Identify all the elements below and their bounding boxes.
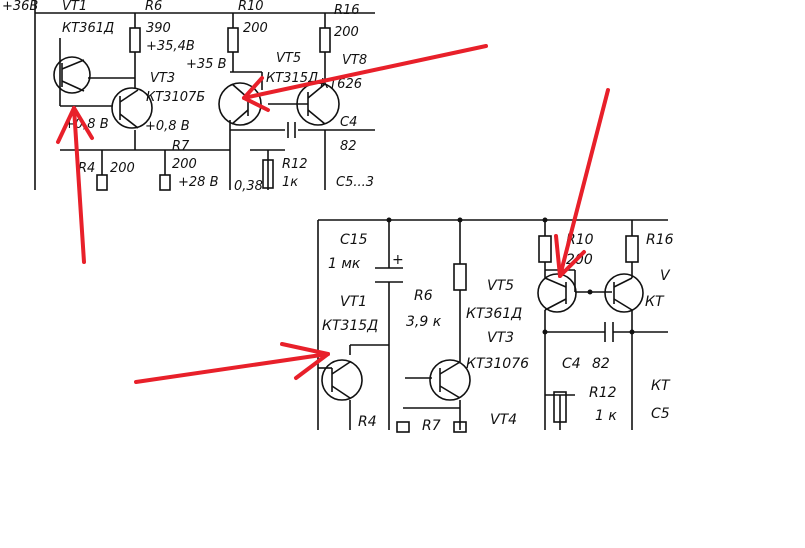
label-r4-top: R4 <box>78 161 95 176</box>
red-arrow-top-left <box>56 106 94 264</box>
resistor-r6-bottom <box>453 263 467 291</box>
label-35-4v: +35,4В <box>146 39 195 54</box>
label-c5-bottom: C5 <box>651 406 670 422</box>
label-plus-sign: + <box>392 252 404 268</box>
label-3-9k: 3,9 к <box>406 314 442 330</box>
label-82-top: 82 <box>340 139 357 154</box>
junction-dot <box>386 217 392 223</box>
label-plus36v: +36В <box>2 0 38 14</box>
capacitor-c15 <box>375 267 403 283</box>
transistor-vt8-bottom <box>604 273 644 313</box>
label-c5-top: C5...3 <box>336 175 374 190</box>
resistor-r16-top <box>319 27 331 53</box>
capacitor-c4-bottom <box>604 322 614 342</box>
label-vt5-top: VT5 <box>276 51 301 66</box>
junction-dot <box>542 217 548 223</box>
resistor-r10-bottom <box>538 235 552 263</box>
label-vt8-top: VT8 <box>342 53 367 68</box>
label-c15: C15 <box>340 232 368 248</box>
label-r12-top: R12 <box>282 157 308 172</box>
label-kt-bottom: КТ <box>645 294 665 310</box>
junction-dot <box>629 329 635 335</box>
label-200-r16-top: 200 <box>334 25 359 40</box>
resistor-r12-bottom <box>553 391 567 423</box>
label-kt3107b-bottom: КТ31076 <box>466 356 529 372</box>
label-vt4-bottom: VT4 <box>490 412 517 428</box>
junction-dot <box>542 329 548 335</box>
label-vt5-bottom: VT5 <box>487 278 514 294</box>
resistor-r16-bottom <box>625 235 639 263</box>
label-08v-right: +0,8 В <box>145 119 190 134</box>
label-kt361d-bottom: КТ361Д <box>466 306 522 322</box>
label-200-r10-top: 200 <box>243 21 268 36</box>
label-200-r7-top: 200 <box>172 157 197 172</box>
junction-dot <box>587 289 593 295</box>
label-r16-top: R16 <box>334 3 360 18</box>
transistor-vt3-top <box>111 87 153 129</box>
resistor-r4-bottom <box>396 421 410 433</box>
transistor-vt1-bottom <box>321 359 363 401</box>
label-vt3-top: VT3 <box>150 71 175 86</box>
label-1k-bottom: 1 к <box>595 408 617 424</box>
label-r7-top: R7 <box>172 139 190 154</box>
label-r6-bottom: R6 <box>414 288 433 304</box>
label-vt1-bottom: VT1 <box>340 294 367 310</box>
red-arrow-bottom-right <box>554 88 610 278</box>
label-r6-top: R6 <box>145 0 162 14</box>
capacitor-c4-top <box>287 122 296 138</box>
transistor-vt1-top <box>53 56 91 94</box>
junction-dot <box>457 217 463 223</box>
label-kt3107b-top: КТ3107Б <box>146 90 205 105</box>
label-kt315d-top: КТ315Д <box>266 71 318 86</box>
resistor-r7-top <box>159 174 171 191</box>
resistor-r12-top <box>262 159 274 189</box>
label-200-r4-top: 200 <box>110 161 135 176</box>
label-82-bottom: 82 <box>592 356 610 372</box>
label-1k-top: 1к <box>282 175 298 190</box>
top-schematic-fragment: +36В VT1 КТ361Д R6 390 +35,4В +35 В R10 … <box>2 0 375 194</box>
resistor-r10-top <box>227 27 239 53</box>
label-1mk: 1 мк <box>328 256 361 272</box>
red-arrow-bottom-left <box>134 342 330 384</box>
bottom-schematic-fragment: + <box>317 217 674 434</box>
label-r10-bottom: R10 <box>566 232 594 248</box>
label-r12-bottom: R12 <box>589 385 617 401</box>
label-r10-top: R10 <box>238 0 264 14</box>
label-r7-bottom: R7 <box>422 418 441 434</box>
resistor-r4-top <box>96 174 108 191</box>
label-c4-bottom: C4 <box>562 356 581 372</box>
resistor-r7-bottom <box>453 421 467 433</box>
label-35v: +35 В <box>186 57 227 72</box>
resistor-r6-top <box>129 27 141 53</box>
label-r16-bottom: R16 <box>646 232 674 248</box>
red-arrow-top-right <box>242 44 488 112</box>
label-vt3-bottom: VT3 <box>487 330 514 346</box>
label-kt361d-top: КТ361Д <box>62 21 114 36</box>
label-kt315d-bottom: КТ315Д <box>322 318 378 334</box>
label-r4-bottom: R4 <box>358 414 377 430</box>
transistor-vt5-bottom <box>537 273 577 313</box>
label-390: 390 <box>146 21 171 36</box>
transistor-vt3-bottom <box>429 359 471 401</box>
label-038: 0,38 <box>234 179 263 194</box>
label-v-bottom: V <box>660 268 671 284</box>
label-kt2-bottom: КТ <box>651 378 671 394</box>
label-28v: +28 В <box>178 175 219 190</box>
annotation-arrows <box>56 44 610 384</box>
label-c4-top: C4 <box>340 115 357 130</box>
label-vt1-top: VT1 <box>62 0 87 14</box>
top-wires <box>34 0 375 190</box>
